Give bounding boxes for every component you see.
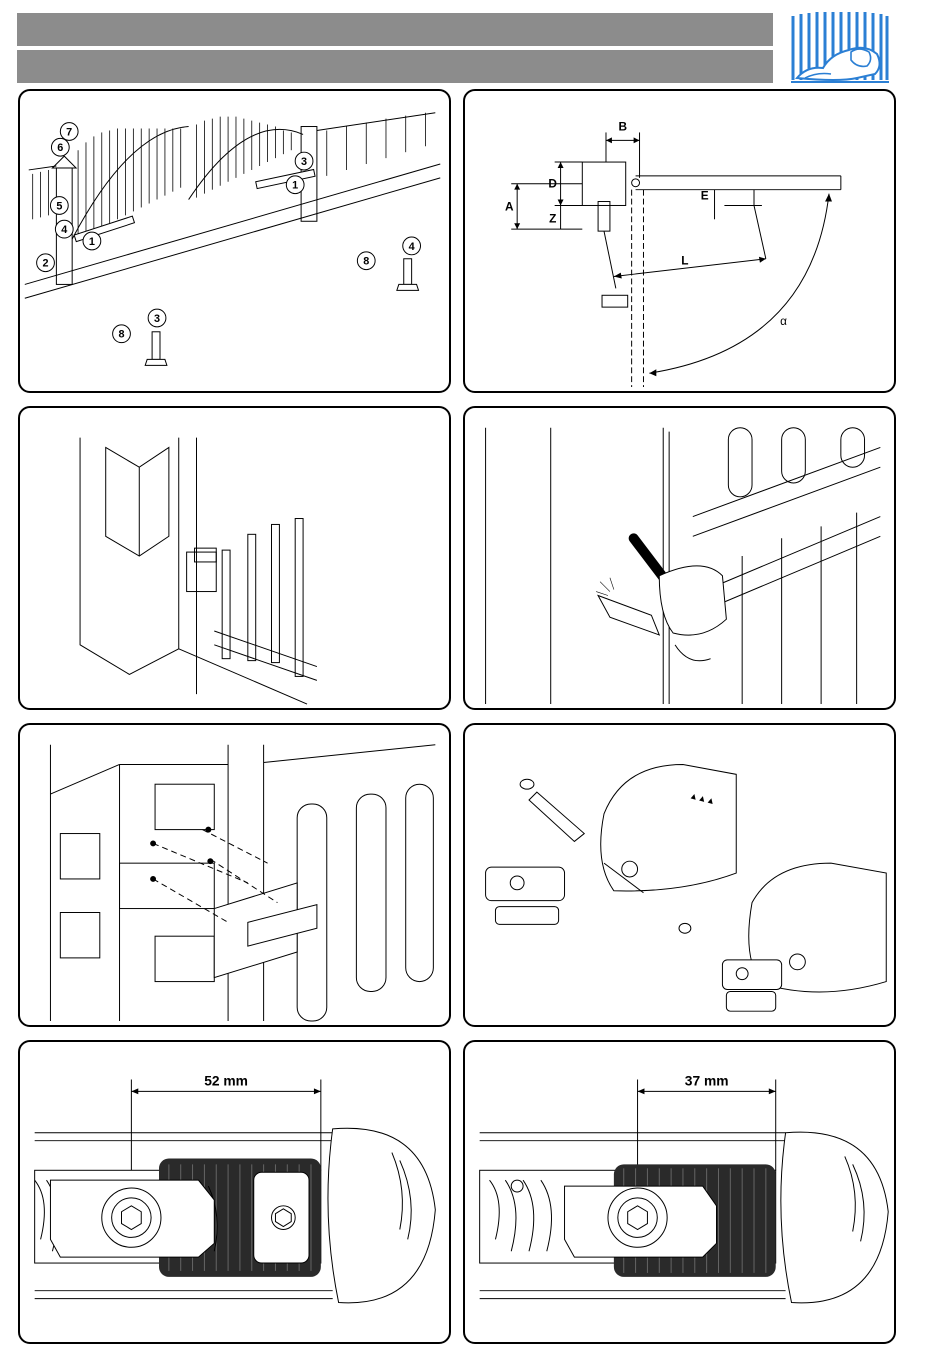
callout-4b: 4 <box>409 241 415 253</box>
callout-8b: 8 <box>118 329 124 341</box>
callout-3b: 3 <box>154 313 160 325</box>
panel-post-corner-bracket <box>18 406 451 710</box>
label-alpha: α <box>780 314 787 328</box>
measure-37-label: 37 mm <box>685 1072 729 1088</box>
label-l: L <box>681 254 688 268</box>
callout-2: 2 <box>43 258 49 270</box>
measure-52-label: 52 mm <box>204 1072 248 1088</box>
header-bar-bottom <box>17 50 773 83</box>
label-a: A <box>505 199 514 213</box>
callout-1b: 1 <box>292 180 298 192</box>
label-b: B <box>618 119 627 133</box>
callout-3: 3 <box>301 156 307 168</box>
callout-5: 5 <box>56 200 62 212</box>
callout-7: 7 <box>66 126 72 138</box>
panel-dimensions-diagram: B A D Z E L α <box>463 89 896 393</box>
panel-measure-37: 37 mm <box>463 1040 896 1344</box>
panel-wall-anchor-mounting <box>18 723 451 1027</box>
panel-welding-bracket <box>463 406 896 710</box>
callout-1: 1 <box>89 236 95 248</box>
header-bar-top <box>17 13 773 46</box>
label-z: Z <box>549 211 556 225</box>
label-d: D <box>548 177 557 191</box>
callout-4: 4 <box>61 224 67 236</box>
panel-installation-overview: 7 6 5 4 1 2 3 1 8 4 8 3 <box>18 89 451 393</box>
panel-fork-pin-assembly: ▲▲▲ <box>463 723 896 1027</box>
label-e: E <box>701 189 709 203</box>
panel-measure-52: 52 mm <box>18 1040 451 1344</box>
callout-6: 6 <box>57 142 63 154</box>
callout-8: 8 <box>363 256 369 268</box>
lion-gate-logo-icon <box>787 8 893 86</box>
